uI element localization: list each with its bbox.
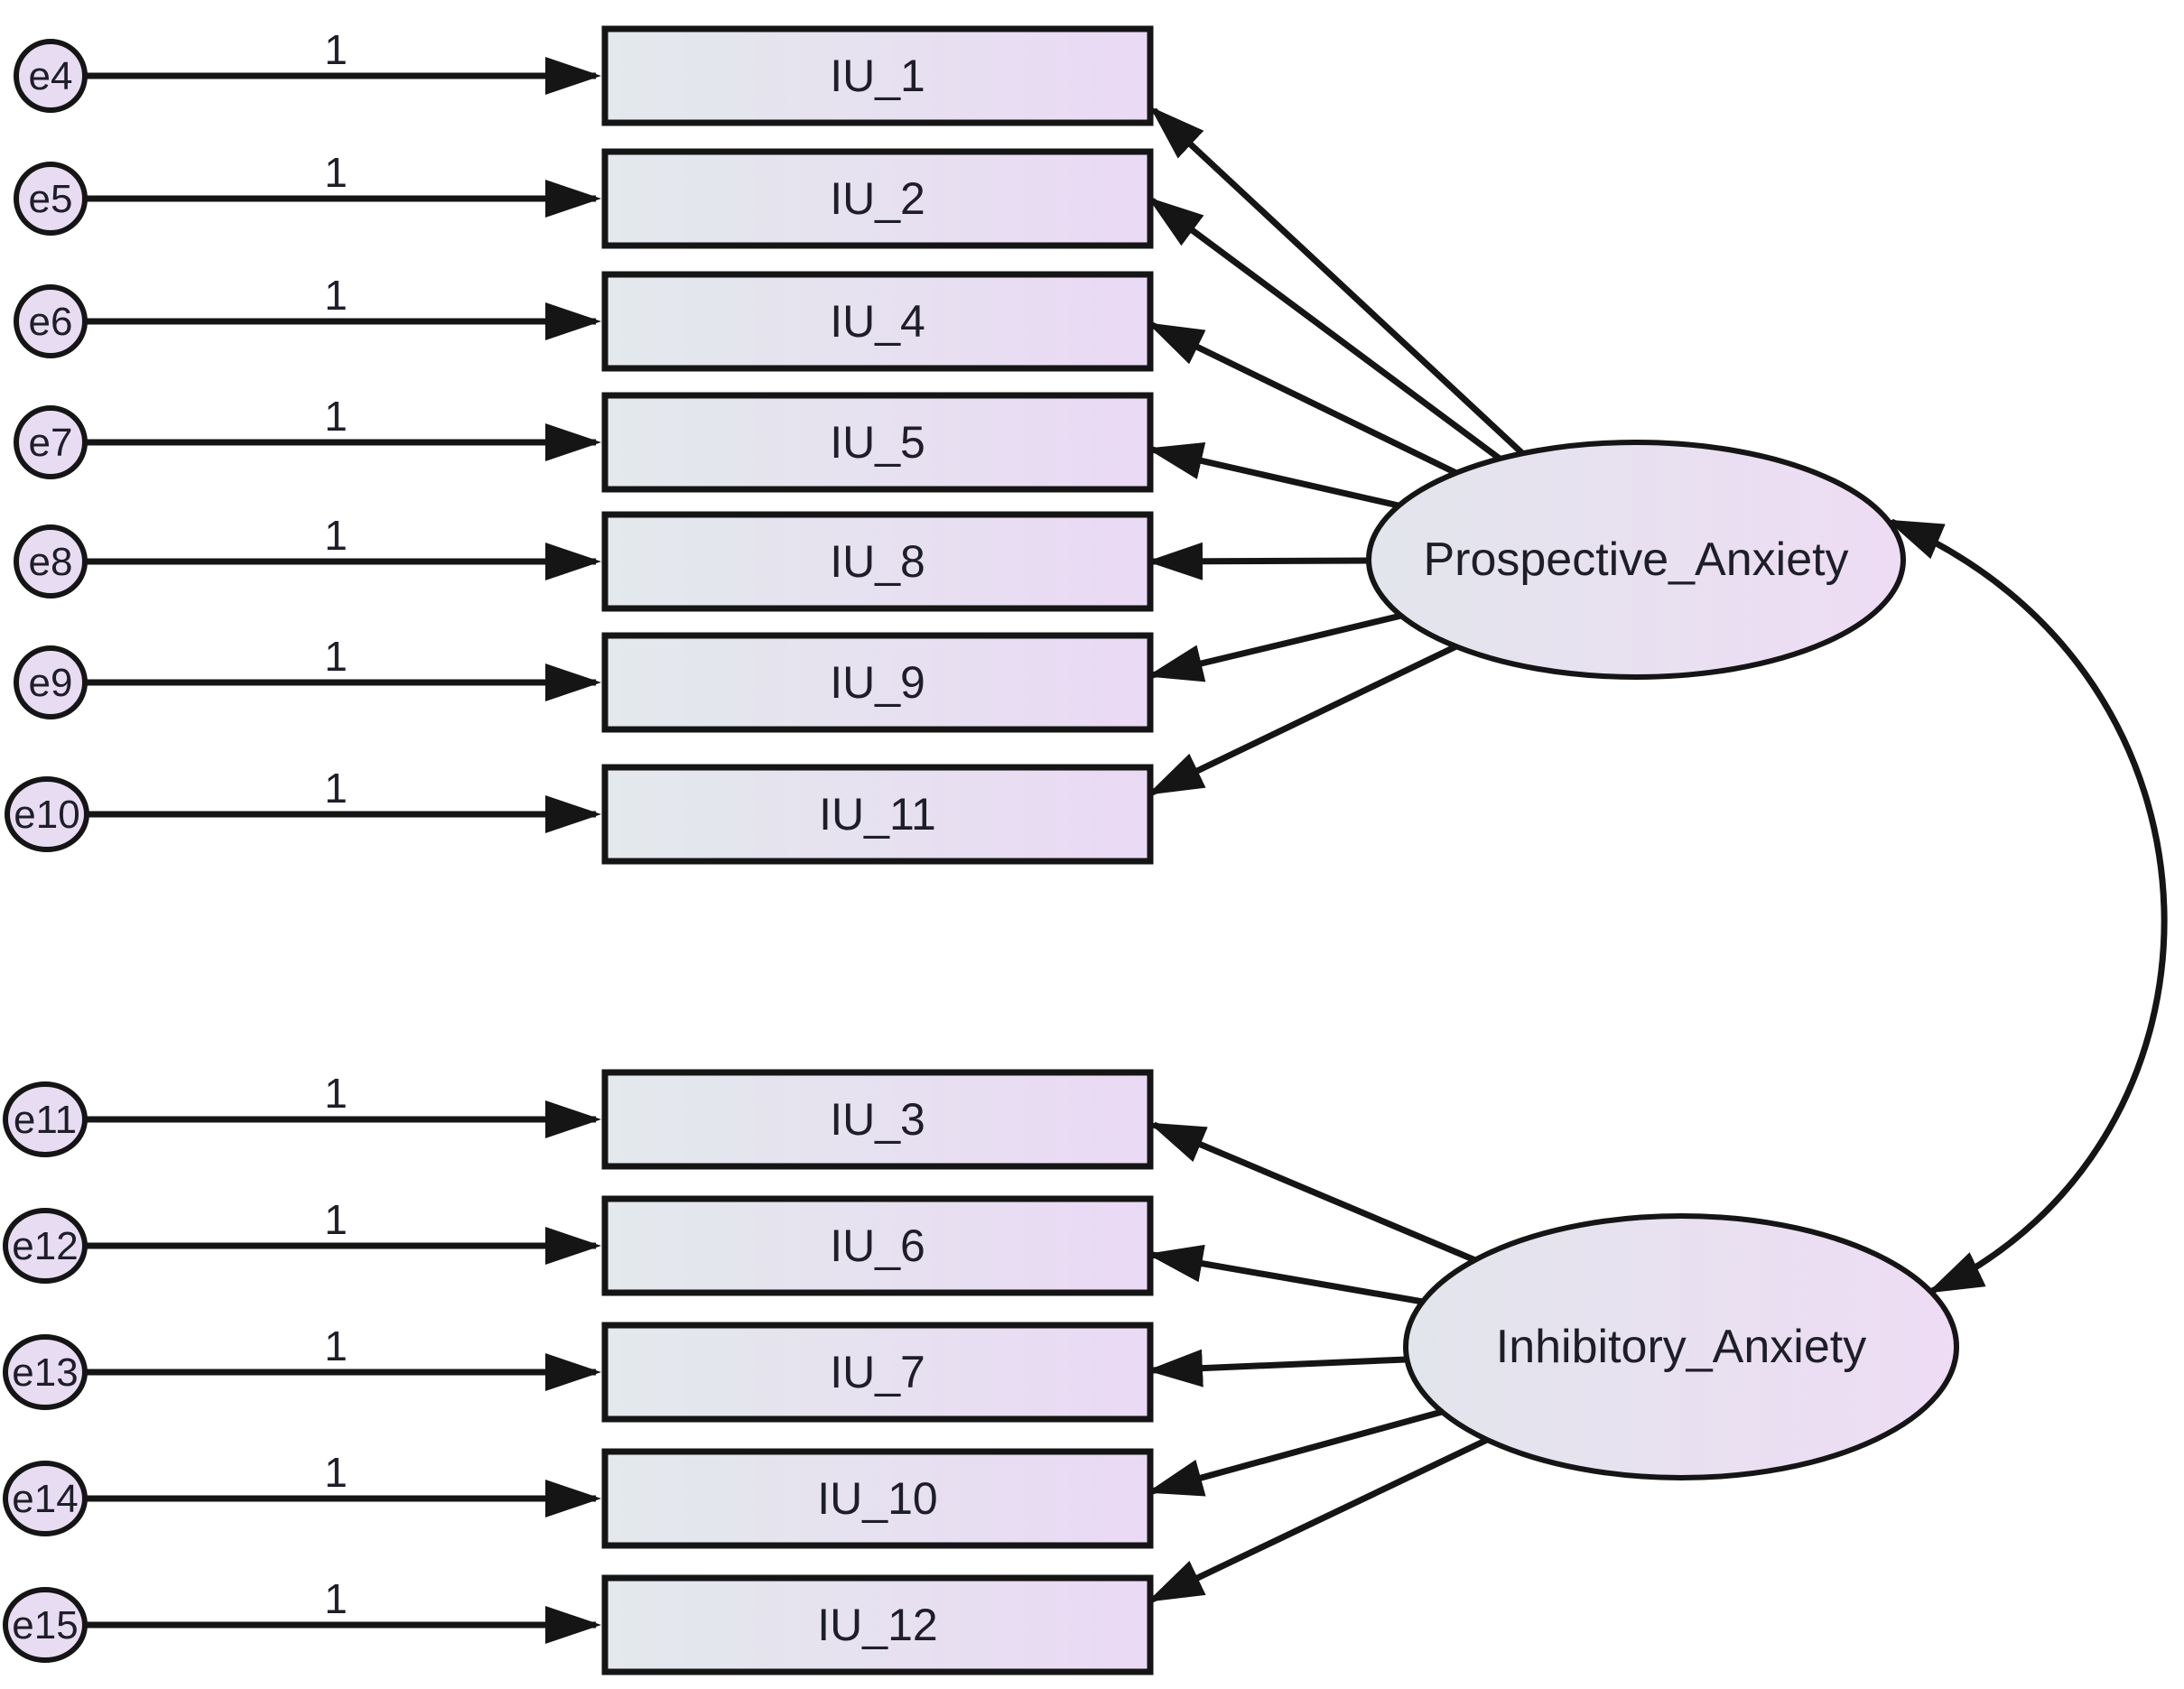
error-weight-label: 1 xyxy=(324,26,348,73)
indicator-label: IU_8 xyxy=(830,536,925,587)
measurement-bottom: e11 1 IU_3 e12 1 IU_6 e13 1 IU_7 e14 1 xyxy=(3,1069,1154,1675)
indicator-row: e10 1 IU_11 xyxy=(5,764,1154,865)
error-term-label: e13 xyxy=(12,1350,78,1395)
latent-ellipse xyxy=(1403,1213,1959,1480)
loading-arrow xyxy=(1147,321,1458,477)
loading-arrow xyxy=(1147,643,1458,796)
indicator-box xyxy=(601,271,1154,372)
indicator-label: IU_1 xyxy=(830,51,925,101)
indicator-row: e15 1 IU_12 xyxy=(3,1574,1154,1675)
indicator-label: IU_12 xyxy=(817,1600,937,1650)
error-term-label: e9 xyxy=(29,661,73,705)
indicator-box xyxy=(601,148,1154,249)
error-weight-label: 1 xyxy=(324,765,348,812)
error-weight-label: 1 xyxy=(324,512,348,559)
indicator-box xyxy=(601,1574,1154,1675)
indicator-row: e5 1 IU_2 xyxy=(14,148,1154,249)
covariance-arrow xyxy=(1886,518,2168,1295)
loading-arrow xyxy=(1148,197,1502,461)
indicator-label: IU_11 xyxy=(819,789,936,840)
indicator-box xyxy=(601,1195,1154,1296)
latent-ellipse xyxy=(1366,440,1906,680)
error-term-label: e11 xyxy=(14,1098,77,1142)
loading-arrow xyxy=(1147,1408,1443,1497)
indicator-box xyxy=(601,25,1154,126)
indicator-label: IU_2 xyxy=(830,173,925,224)
indicator-label: IU_7 xyxy=(830,1347,925,1397)
indicator-box xyxy=(601,392,1154,493)
indicator-box xyxy=(601,1322,1154,1423)
error-term-label: e7 xyxy=(29,421,73,465)
latent-inhibitory: Inhibitory_Anxiety xyxy=(1403,1213,1959,1480)
loading-arrow xyxy=(1147,612,1402,682)
indicator-row: e9 1 IU_9 xyxy=(14,632,1154,733)
loading-arrow xyxy=(1149,106,1525,456)
indicator-row: e8 1 IU_8 xyxy=(14,511,1154,612)
error-term-label: e12 xyxy=(12,1224,78,1268)
loading-arrow xyxy=(1148,1121,1477,1264)
measurement-top: e4 1 IU_1 e5 1 IU_2 e6 1 IU_4 e7 1 xyxy=(5,25,1154,865)
indicator-label: IU_9 xyxy=(830,657,925,708)
indicator-row: e6 1 IU_4 xyxy=(14,271,1154,372)
indicator-row: e11 1 IU_3 xyxy=(3,1069,1154,1170)
error-term-label: e14 xyxy=(12,1477,78,1521)
error-term-label: e4 xyxy=(29,54,73,98)
indicator-label: IU_10 xyxy=(817,1473,937,1524)
error-term-label: e6 xyxy=(29,300,73,344)
error-weight-label: 1 xyxy=(324,1196,348,1243)
error-weight-label: 1 xyxy=(324,1449,348,1496)
error-weight-label: 1 xyxy=(324,1070,348,1117)
indicator-row: e4 1 IU_1 xyxy=(14,25,1154,126)
indicator-box xyxy=(601,1069,1154,1170)
error-weight-label: 1 xyxy=(324,633,348,680)
loading-arrows-prospective xyxy=(1147,106,1525,796)
loading-arrow xyxy=(1147,441,1399,509)
indicator-box xyxy=(601,1448,1154,1549)
indicator-box xyxy=(601,764,1154,865)
indicator-row: e7 1 IU_5 xyxy=(14,392,1154,493)
loading-arrow xyxy=(1147,1349,1407,1387)
indicator-row: e14 1 IU_10 xyxy=(3,1448,1154,1549)
loading-arrows-inhibitory xyxy=(1147,1121,1489,1603)
latent-label: Prospective_Anxiety xyxy=(1423,534,1848,586)
loading-arrow xyxy=(1147,1244,1424,1305)
latent-label: Inhibitory_Anxiety xyxy=(1496,1321,1866,1373)
indicator-row: e12 1 IU_6 xyxy=(3,1195,1154,1296)
error-weight-label: 1 xyxy=(324,1575,348,1622)
loading-arrow xyxy=(1147,1436,1489,1603)
indicator-row: e13 1 IU_7 xyxy=(3,1322,1154,1423)
error-term-label: e8 xyxy=(29,540,73,584)
error-term-label: e15 xyxy=(12,1603,78,1647)
error-term-label: e5 xyxy=(29,177,73,221)
indicator-box xyxy=(601,511,1154,612)
indicator-box xyxy=(601,632,1154,733)
error-term-label: e10 xyxy=(14,793,79,837)
error-weight-label: 1 xyxy=(324,272,348,319)
indicator-label: IU_5 xyxy=(830,417,925,468)
error-weight-label: 1 xyxy=(324,393,348,440)
error-weight-label: 1 xyxy=(324,1322,348,1369)
indicator-label: IU_3 xyxy=(830,1094,925,1145)
indicator-label: IU_4 xyxy=(830,296,925,347)
error-weight-label: 1 xyxy=(324,149,348,196)
indicator-label: IU_6 xyxy=(830,1220,925,1271)
latent-prospective: Prospective_Anxiety xyxy=(1366,440,1906,680)
